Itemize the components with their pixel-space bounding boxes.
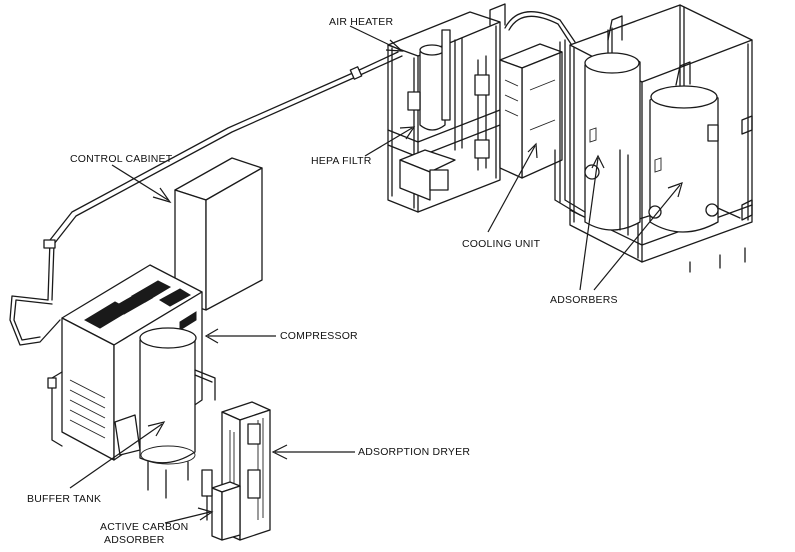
callout-adsorbers xyxy=(579,154,683,291)
label-compressor: COMPRESSOR xyxy=(280,330,358,342)
callout-buffer-tank xyxy=(69,421,166,489)
callout-adsorption-dryer xyxy=(271,444,355,460)
label-control-cabinet: CONTROL CABINET xyxy=(70,153,173,165)
cooling-unit xyxy=(499,11,576,179)
callout-air-heater xyxy=(349,25,404,52)
label-adsorption-dryer: ADSORPTION DRYER xyxy=(358,446,471,458)
label-air-heater: AIR HEATER xyxy=(329,16,394,28)
callout-cooling-unit xyxy=(487,142,538,233)
label-hepa-filtr: HEPA FILTR xyxy=(311,155,372,167)
label-buffer-tank: BUFFER TANK xyxy=(27,493,102,505)
label-cooling-unit: COOLING UNIT xyxy=(462,238,541,250)
callout-active-carbon xyxy=(164,507,214,524)
callout-hepa-filtr xyxy=(364,126,416,157)
label-active-carbon-line2: ADSORBER xyxy=(104,534,165,546)
control-cabinet xyxy=(174,157,263,311)
air-heater-hepa-unit xyxy=(387,3,506,213)
label-active-carbon-line1: ACTIVE CARBON xyxy=(100,521,189,533)
adsorbers xyxy=(554,4,753,273)
main-air-pipe xyxy=(9,51,403,346)
active-carbon-adsorber xyxy=(201,469,241,541)
label-adsorbers: ADSORBERS xyxy=(550,294,618,306)
callout-compressor xyxy=(204,328,276,344)
callout-control-cabinet xyxy=(111,164,172,204)
